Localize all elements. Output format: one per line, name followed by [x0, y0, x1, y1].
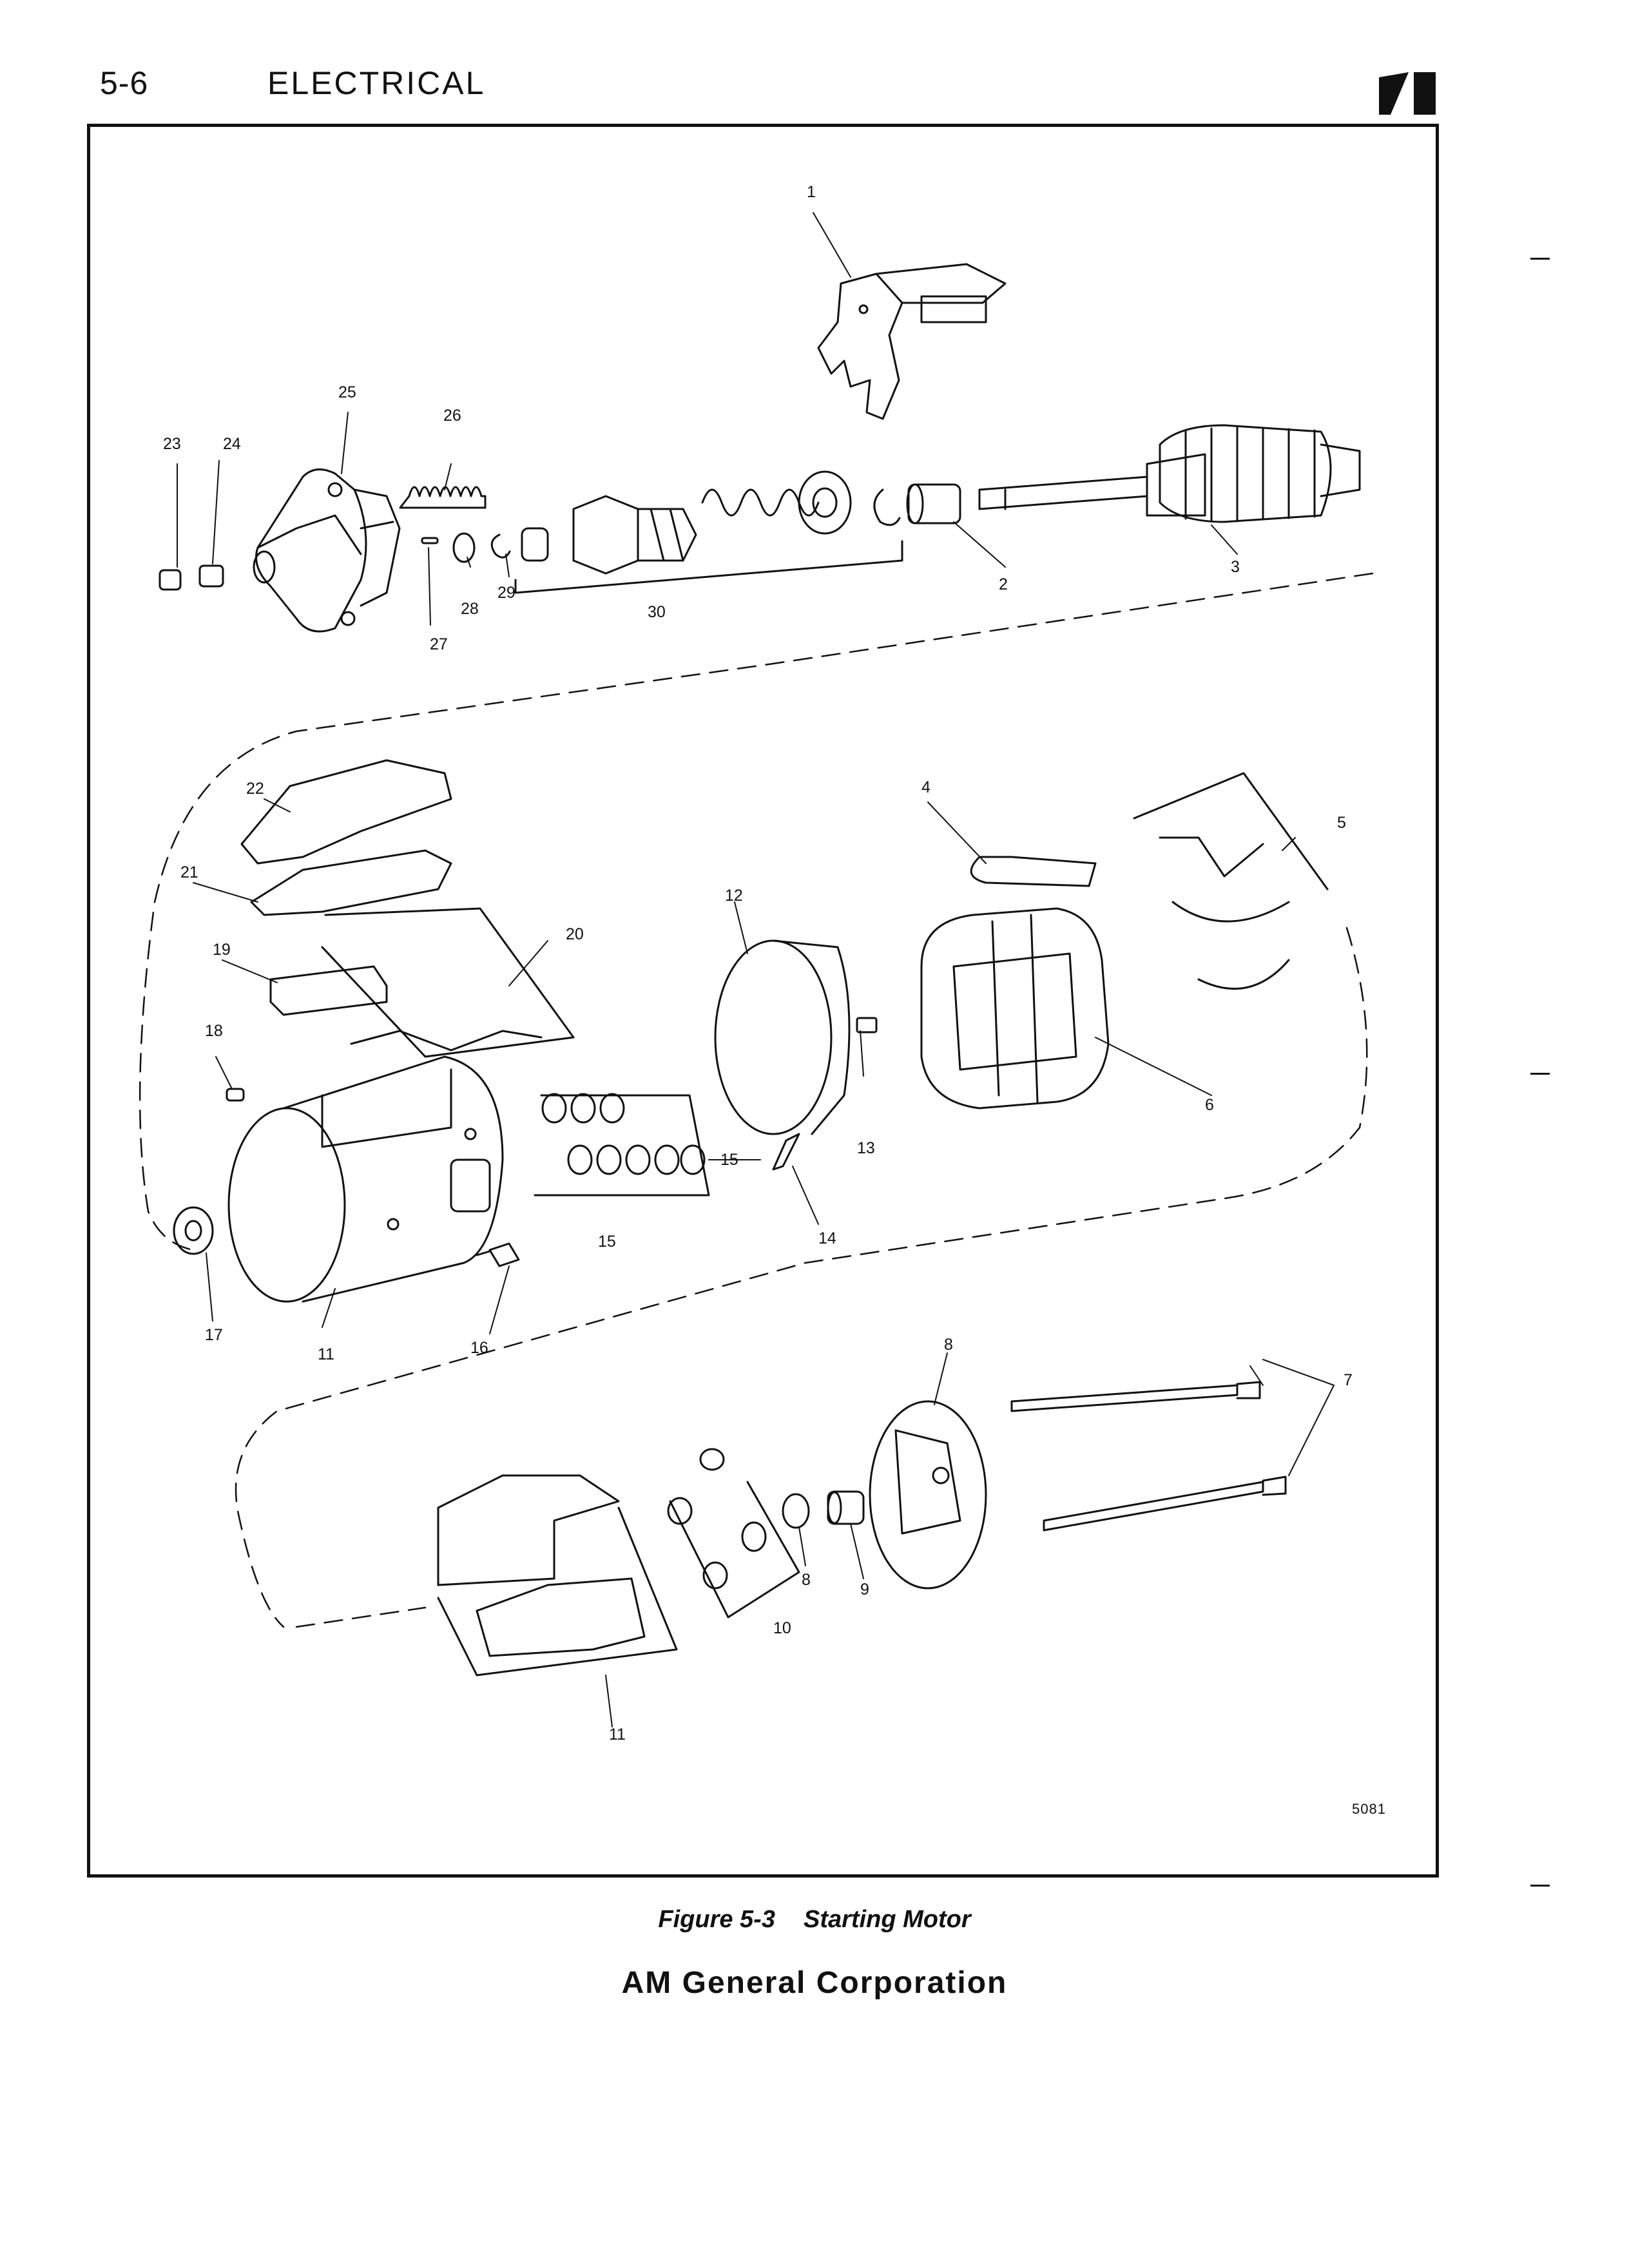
callout-21: 21: [180, 863, 198, 881]
callout-12: 12: [725, 887, 743, 905]
hardware-set-part-10: [667, 1448, 800, 1619]
drive-assembly-part-30: [514, 470, 903, 594]
margin-mark: [1530, 258, 1550, 260]
callout-11-frame: 11: [318, 1345, 334, 1363]
callout-2: 2: [999, 575, 1008, 593]
band-part-12: [714, 939, 851, 1135]
brush-leads-part-5: [1133, 772, 1329, 990]
figure-frame: [87, 124, 1439, 1878]
callout-7: 7: [1344, 1371, 1353, 1389]
callout-15-right: 15: [720, 1151, 738, 1169]
holder-part-19: [269, 965, 388, 1016]
screw-part-14: [772, 1133, 800, 1171]
callout-30: 30: [648, 603, 666, 621]
callout-26: 26: [443, 407, 461, 425]
brush-holders-part-11: [437, 1474, 678, 1677]
callout-14: 14: [818, 1229, 836, 1247]
assembly-guide-lines: [139, 572, 1374, 1628]
strap-part-4: [970, 856, 1097, 887]
callout-19: 19: [213, 941, 231, 959]
screw-part-16: [476, 1242, 520, 1267]
callout-13: 13: [857, 1139, 875, 1157]
shift-lever-part-1: [817, 263, 1007, 420]
am-general-logo: [1379, 72, 1436, 115]
plug-part-18: [226, 1088, 245, 1102]
callout-numbers: 1 2 3 4 5 6 7 8 8 9 10 11 11 12 13 14 15…: [163, 183, 1353, 1744]
callout-25: 25: [338, 383, 356, 401]
callout-1: 1: [807, 183, 816, 201]
field-frame-part-11: [227, 1055, 504, 1303]
figure-caption: Figure 5-3 Starting Motor: [0, 1906, 1629, 1934]
callout-20: 20: [566, 925, 584, 943]
callout-10: 10: [773, 1619, 791, 1637]
callout-3: 3: [1231, 558, 1240, 576]
callout-28: 28: [461, 600, 479, 618]
callout-24: 24: [223, 435, 241, 453]
callout-27: 27: [430, 635, 448, 653]
hardware-set-part-15: [534, 1093, 710, 1196]
end-frame-part-8: [869, 1400, 987, 1590]
callout-23: 23: [163, 435, 181, 453]
callout-leaders: [177, 212, 1335, 1727]
margin-mark: [1530, 1073, 1550, 1075]
pin-part-27: [421, 537, 439, 544]
field-coils-part-6: [920, 907, 1110, 1110]
section-title: ELECTRICAL: [267, 65, 486, 101]
drive-housing-part-25: [253, 468, 401, 633]
through-bolts-part-7: [1010, 1381, 1287, 1532]
figure-reference-number: 5081: [1352, 1801, 1386, 1817]
bushing-part-24: [198, 564, 224, 588]
retainer-part-29: [490, 533, 511, 559]
callout-9: 9: [860, 1581, 869, 1599]
callout-8-frame: 8: [944, 1336, 953, 1354]
figure-number: Figure 5-3: [658, 1906, 775, 1933]
callout-22: 22: [246, 780, 264, 798]
bushing-part-9: [827, 1490, 865, 1525]
insulator-part-13: [856, 1017, 878, 1033]
callout-5: 5: [1337, 814, 1346, 832]
gasket-part-21: [250, 849, 452, 916]
callout-29: 29: [497, 584, 516, 602]
brush-group-part-20: [321, 907, 575, 1058]
callout-18: 18: [205, 1022, 223, 1040]
callout-8-washer: 8: [802, 1571, 811, 1589]
page-number: 5-6: [100, 65, 149, 101]
cover-part-22: [240, 759, 452, 865]
callout-17: 17: [205, 1326, 223, 1344]
callout-15-bottom: 15: [598, 1233, 616, 1251]
spring-part-26: [399, 486, 487, 509]
washer-part-17: [173, 1206, 214, 1255]
washer-part-28: [452, 532, 476, 563]
callout-11-holders: 11: [609, 1725, 626, 1744]
company-footer: AM General Corporation: [621, 1966, 1008, 2000]
figure-title: Starting Motor: [803, 1906, 971, 1933]
margin-mark: [1530, 1885, 1550, 1887]
callout-4: 4: [921, 778, 930, 796]
washer-part-8: [782, 1493, 810, 1529]
bushing-part-23: [159, 569, 182, 591]
callout-6: 6: [1205, 1096, 1214, 1114]
bushing-part-2: [906, 483, 961, 524]
armature-part-3: [978, 424, 1361, 523]
callout-16: 16: [470, 1339, 488, 1357]
